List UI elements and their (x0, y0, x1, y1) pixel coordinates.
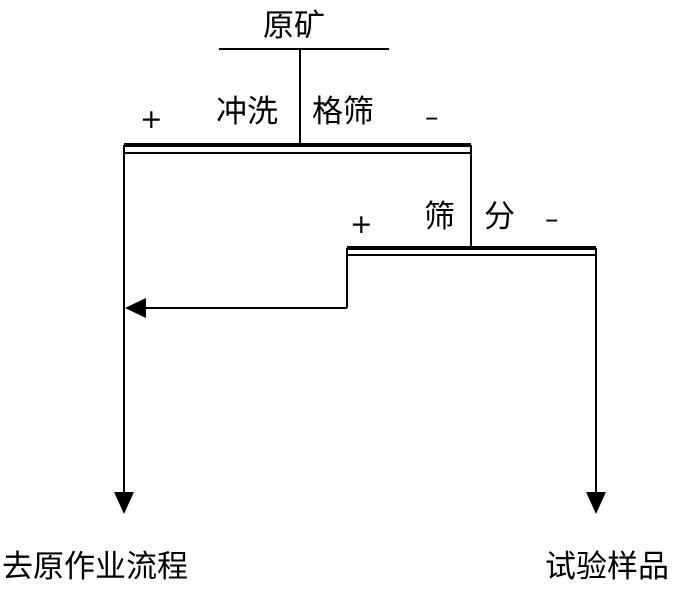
screen1-undersize-sign: – (425, 102, 439, 133)
screen1-oversize-sign: + (140, 104, 163, 135)
output-right-label: 试验样品 (545, 549, 669, 585)
screen2-oversize-sign: + (350, 209, 373, 240)
screen2-right-label: 分 (484, 199, 515, 235)
arrow-down-left (114, 492, 134, 514)
screen1-right-label: 格筛 (312, 94, 374, 130)
screen1-left-label: 冲洗 (216, 94, 278, 130)
arrow-left-return (125, 298, 146, 318)
screen2-left-label: 筛 (424, 199, 455, 235)
arrow-down-right (586, 492, 606, 514)
feed-label: 原矿 (263, 8, 325, 44)
screen2-undersize-sign: – (545, 204, 559, 235)
output-left-label: 去原作业流程 (2, 549, 188, 585)
